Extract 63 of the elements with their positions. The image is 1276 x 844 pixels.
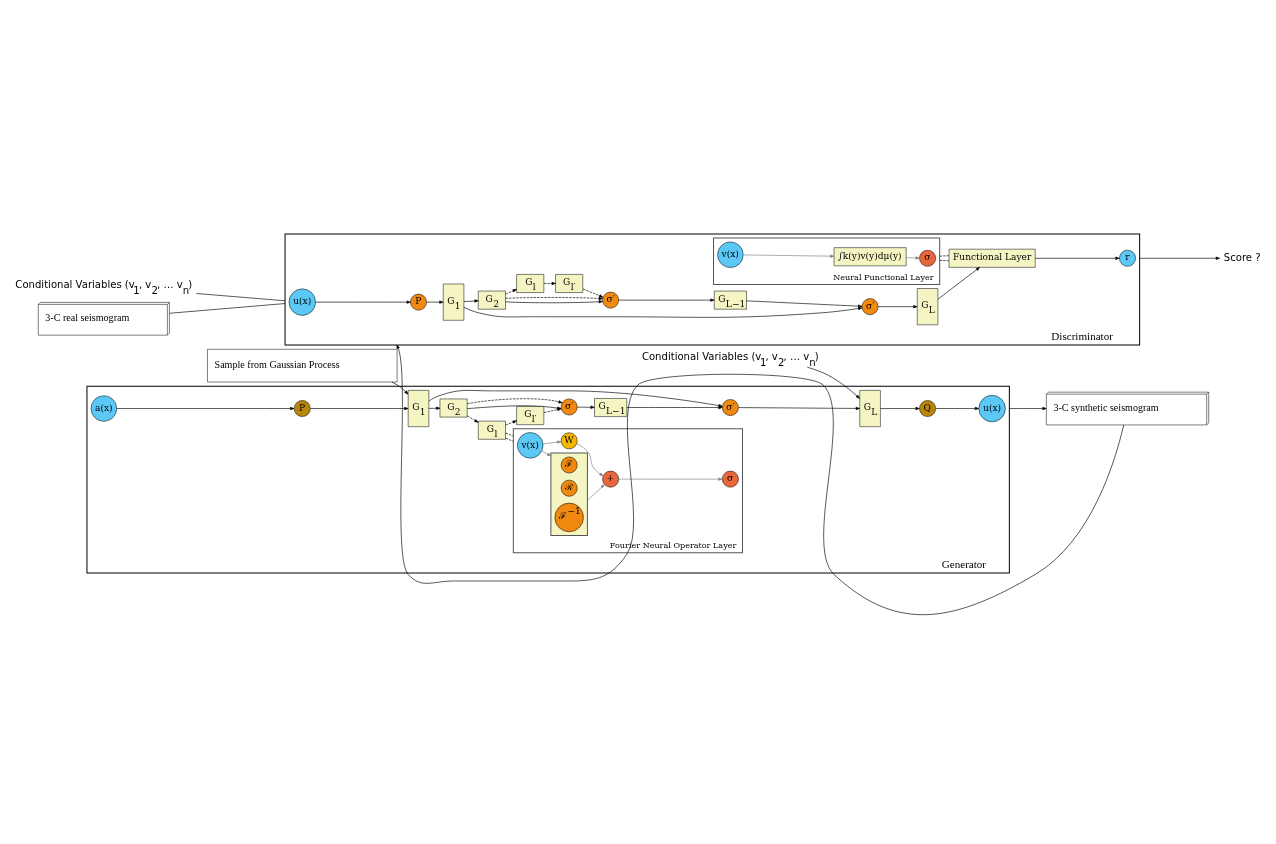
node-box: ∫k(y)v(y)dμ(y)	[833, 246, 907, 266]
connector	[196, 292, 286, 301]
node-circle: P	[293, 399, 311, 417]
arrow	[587, 483, 605, 501]
arrow	[937, 266, 980, 299]
node-circle: P	[410, 293, 427, 310]
arrow	[543, 281, 556, 285]
arrow	[1035, 256, 1120, 260]
arrow	[1139, 256, 1220, 260]
node-text: Score ?	[1223, 251, 1261, 263]
node-circle: Q	[919, 399, 936, 417]
arrow	[505, 296, 603, 300]
arrow	[743, 254, 835, 258]
arrow	[467, 397, 563, 404]
arrow	[935, 406, 980, 410]
arrow	[880, 406, 920, 410]
node-circle: ℱ	[560, 456, 578, 473]
arrow	[315, 300, 411, 304]
arrow	[582, 288, 604, 297]
arrow	[426, 300, 444, 304]
arrow	[626, 405, 723, 409]
node-circle: σ′	[861, 297, 879, 315]
arrow	[467, 415, 479, 423]
node-circle: v(x)	[517, 431, 544, 458]
node-circle: σ	[919, 249, 936, 267]
arrow	[807, 366, 860, 399]
node-box: Sample from Gaussian Process	[207, 348, 398, 382]
node-circle: v(x)	[717, 241, 744, 268]
node-circle: u(x)	[978, 394, 1006, 422]
node-circle: W	[560, 432, 578, 449]
arrow	[116, 406, 295, 410]
arrow	[428, 406, 441, 410]
arrow	[505, 419, 517, 425]
arrow	[391, 381, 409, 394]
arrow	[463, 298, 479, 303]
arrow	[505, 288, 517, 295]
arrow	[618, 477, 723, 481]
node-circle: σ′	[722, 398, 739, 416]
arrow	[905, 255, 920, 259]
node-circle: u(x)	[288, 288, 316, 316]
node-circle: a(x)	[90, 394, 117, 422]
arrow	[542, 440, 562, 444]
node-circle: σ′	[602, 291, 619, 308]
arrow	[576, 405, 595, 409]
node-circle: ℛ	[560, 479, 578, 497]
arrow	[618, 298, 715, 302]
arrow	[428, 389, 723, 407]
cluster	[550, 451, 588, 536]
arrow	[746, 300, 863, 308]
arrow	[1009, 406, 1047, 410]
arrow	[541, 450, 552, 456]
arrow	[310, 406, 409, 410]
arrow	[396, 344, 1125, 615]
connector	[169, 302, 286, 314]
arrow	[463, 306, 863, 318]
arrow	[877, 304, 918, 308]
arrow	[738, 406, 860, 410]
arrow	[505, 299, 603, 303]
node-circle: σ	[722, 470, 739, 487]
node-box: Functional Layer	[948, 248, 1036, 268]
node-circle: r	[1119, 249, 1136, 267]
arrow	[576, 442, 604, 476]
connector	[505, 437, 514, 442]
